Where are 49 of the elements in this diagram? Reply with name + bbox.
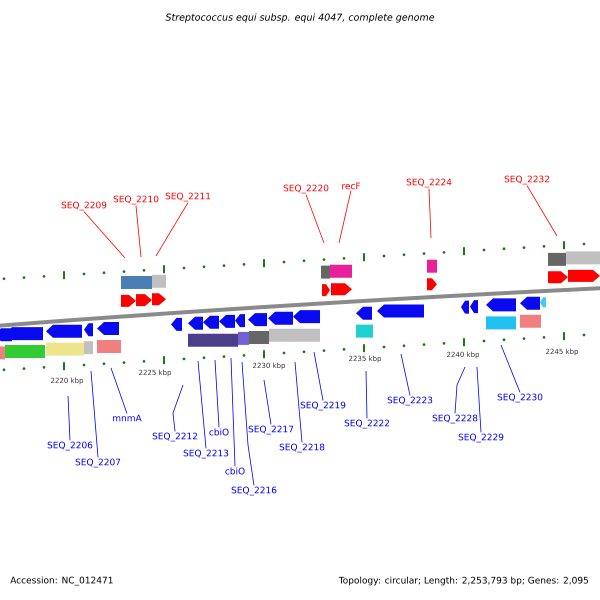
leader-line [306,194,324,244]
footer-text: Topology: circular; Length: 2,253,793 bp; Genes: 2,095 [338,576,588,586]
leader-line [476,366,482,433]
leader-line [242,362,254,486]
gene-label: SEQ_2223 [388,396,432,406]
gene-label: cbiO [209,428,229,436]
gene-label: SEQ_2224 [406,178,452,188]
leader-line [68,396,70,441]
gene-label: recF [342,182,360,190]
gene-label: SEQ_2218 [280,444,324,452]
leader-line [156,202,188,256]
leader-line [366,370,368,419]
gene-label: SEQ_2206 [48,442,92,450]
leader-line [136,205,142,258]
footer-text: Accession: NC_012471 [10,576,113,586]
leader-line [264,380,272,425]
gene-label: SEQ_2229 [458,434,504,442]
leader-line [110,368,128,414]
leader-line [214,360,220,428]
leader-line [90,370,98,458]
gene-label: cbiO [225,468,245,474]
gene-label: SEQ_2207 [76,458,120,468]
leader-line [230,358,236,467]
leader-line [338,190,352,244]
leader-line [198,360,206,449]
leader-line [454,366,466,414]
gene-label: SEQ_2216 [232,486,276,496]
gene-label: SEQ_2209 [62,202,106,210]
leader-line [84,211,126,258]
gene-label: SEQ_2219 [300,402,346,410]
title: Streptococcus equi subsp. equi 4047, complete genome [166,13,434,23]
gene-label: SEQ_2222 [344,420,390,428]
leader-line [172,384,184,432]
leader-line [500,344,520,393]
leader-line [526,185,558,236]
gene-label: SEQ_2212 [152,432,198,442]
gene-label: SEQ_2217 [248,426,294,434]
leader-line [294,362,302,443]
leader-line [428,188,432,238]
gene-label: SEQ_2230 [498,394,542,402]
gene-label: SEQ_2211 [166,192,210,202]
gene-label: SEQ_2228 [432,414,478,424]
gene-label: SEQ_2210 [114,196,158,204]
leader-line [314,352,324,401]
gene-label: SEQ_2232 [504,176,550,184]
gene-label: SEQ_2213 [184,450,228,458]
leader-line [400,354,410,396]
gene-label: mnmA [113,414,142,422]
gene-label: SEQ_2220 [284,184,328,194]
